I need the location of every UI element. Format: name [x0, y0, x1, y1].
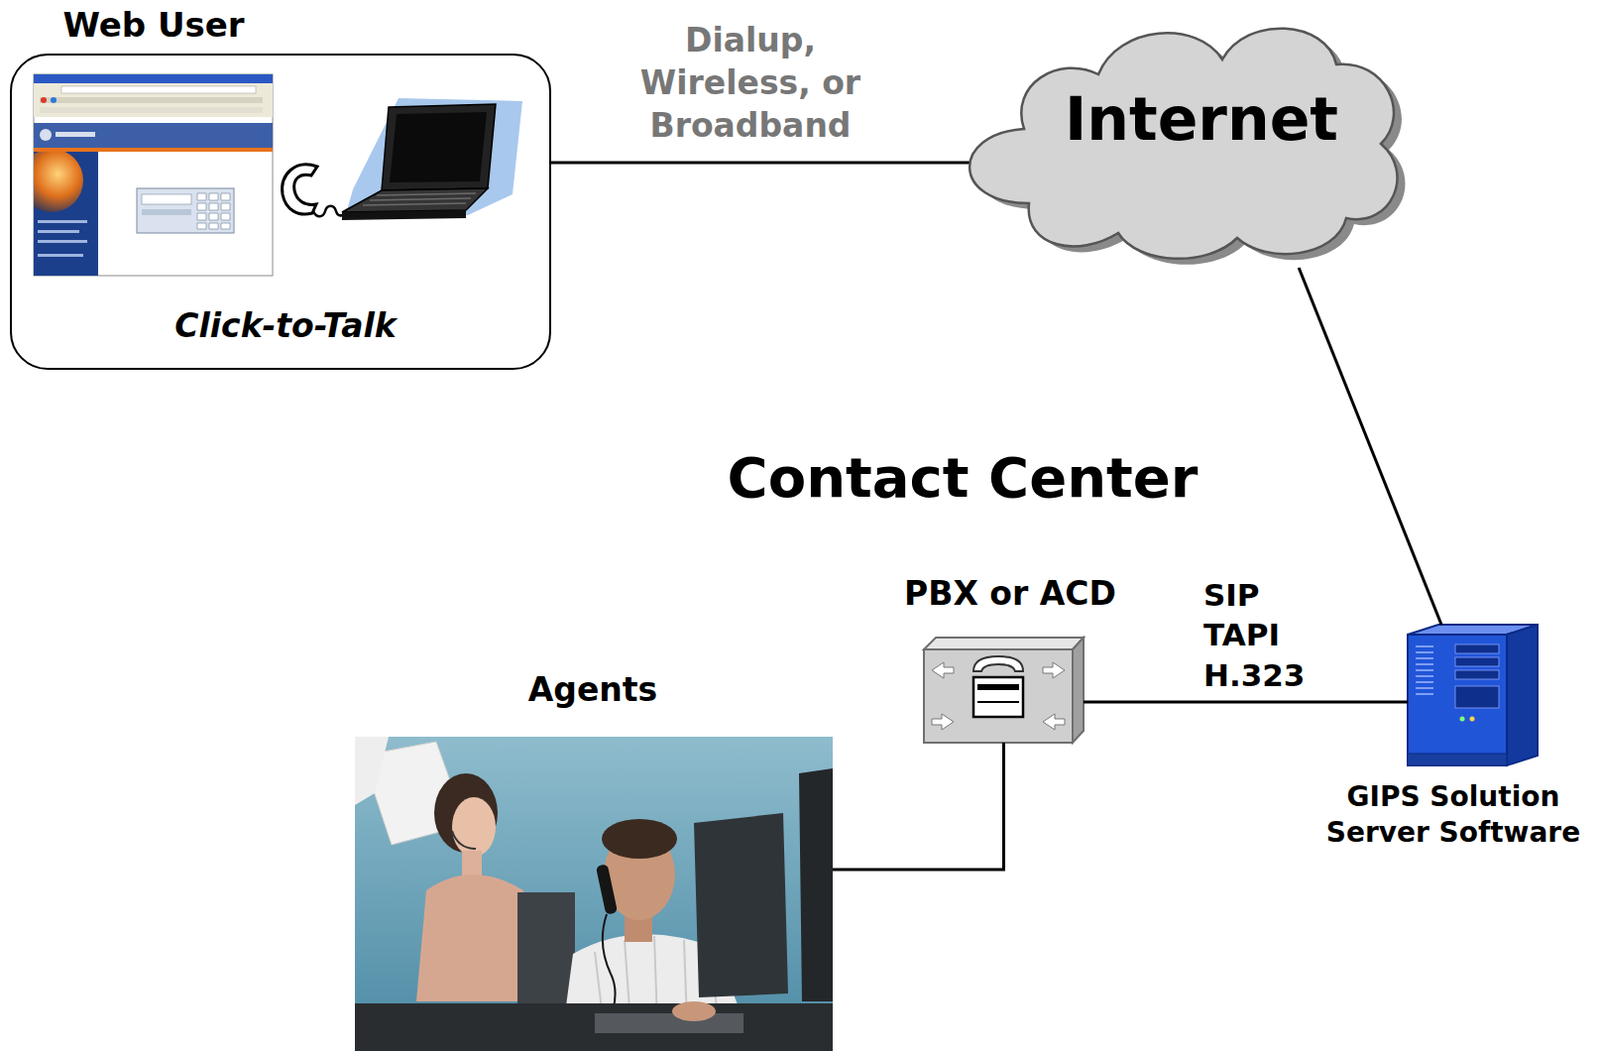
laptop-base: [342, 188, 488, 213]
hand: [672, 1001, 716, 1022]
headset: [452, 830, 476, 849]
connector-line: [832, 742, 1005, 870]
laptop-screen: [389, 112, 487, 183]
pbx-node: PBX or ACD: [923, 637, 1084, 743]
site-header: [33, 122, 273, 148]
phone-display: [141, 194, 192, 205]
server-icon: [1407, 624, 1538, 766]
softphone-panel: [136, 188, 234, 233]
menu-line: [37, 253, 84, 257]
pbx-handset: [973, 656, 1024, 672]
monitor: [693, 812, 789, 998]
agents-photo: [354, 736, 833, 1051]
keypad: [197, 193, 230, 229]
toolbar-icon: [40, 97, 47, 104]
connector-line: [551, 161, 970, 165]
server-vents: [1415, 646, 1434, 694]
pbx-arrow: [931, 713, 954, 730]
laptop-edge: [342, 210, 466, 221]
link-row: [39, 107, 263, 114]
drive-bay: [1455, 657, 1499, 667]
internet-cloud: Internet: [969, 4, 1421, 268]
caption-label: Click-to-Talk: [174, 306, 396, 346]
pbx-display-line: [977, 700, 1020, 703]
phone-button: [141, 209, 192, 216]
desk: [354, 1003, 833, 1051]
phone-handset: [282, 164, 348, 217]
cloud-label: Internet: [1064, 83, 1339, 155]
monitor: [799, 768, 833, 1002]
connector-line: [1298, 267, 1442, 625]
toolbar-icon: [50, 97, 57, 104]
pbx-display: [973, 677, 1024, 717]
connector-line: [1083, 700, 1408, 704]
handset: [282, 164, 318, 215]
menu-line: [37, 229, 80, 233]
heading-label: PBX or ACD: [904, 573, 1117, 614]
orange-strip: [33, 147, 273, 152]
edge-label: Dialup, Wireless, or Broadband: [626, 19, 875, 148]
web-user-box: Web UserClick-to-Talk: [9, 53, 552, 370]
photo-background: [354, 736, 833, 1051]
pbx-icon: [923, 637, 1084, 743]
pbx-arrow: [1042, 662, 1065, 679]
logo-bar: [55, 131, 96, 137]
address-bar: [61, 86, 256, 94]
monitor: [517, 892, 575, 1004]
button-row: [39, 97, 263, 104]
drive-bay: [1455, 685, 1499, 708]
menu-line: [37, 220, 88, 224]
sleeve: [354, 736, 389, 805]
pbx-top: [923, 637, 1084, 650]
status-light: [1460, 716, 1466, 722]
pbx-display-bar: [977, 684, 1020, 690]
heading-label: Agents: [528, 670, 658, 710]
pbx-front: [923, 649, 1073, 743]
keyboard: [594, 1013, 744, 1033]
laptop: [342, 98, 523, 221]
man-hair: [601, 818, 678, 859]
drive-bay: [1455, 644, 1499, 654]
server-front: [1407, 634, 1507, 766]
pbx-side: [1072, 637, 1084, 743]
toolbar: [33, 83, 273, 117]
globe-image: [33, 151, 84, 213]
agents-node: Agents: [354, 736, 833, 1051]
menu-line: [37, 239, 88, 243]
status-light: [1470, 716, 1476, 722]
drive-bay: [1455, 670, 1499, 680]
laptop-screen-frame: [381, 104, 496, 191]
pbx-arrow: [1042, 713, 1065, 730]
server-node: GIPS Solution Server Software: [1407, 624, 1538, 766]
woman-neck: [461, 850, 482, 877]
caption-label: GIPS Solution Server Software: [1314, 779, 1593, 852]
heading-label: Web User: [62, 4, 244, 46]
keyboard-rows: [362, 193, 476, 206]
server-side: [1506, 624, 1538, 766]
edge-label: SIP TAPI H.323: [1203, 574, 1323, 695]
site-logo: [39, 128, 52, 141]
pbx-arrow: [931, 662, 954, 679]
phone-receiver: [595, 863, 618, 915]
diagram-title: Contact Center: [727, 444, 1199, 511]
woman-face: [452, 797, 496, 857]
title-bar: [33, 74, 273, 84]
cloud-outline: [969, 28, 1397, 259]
server-base: [1407, 753, 1507, 766]
browser-screenshot: [19, 74, 273, 276]
